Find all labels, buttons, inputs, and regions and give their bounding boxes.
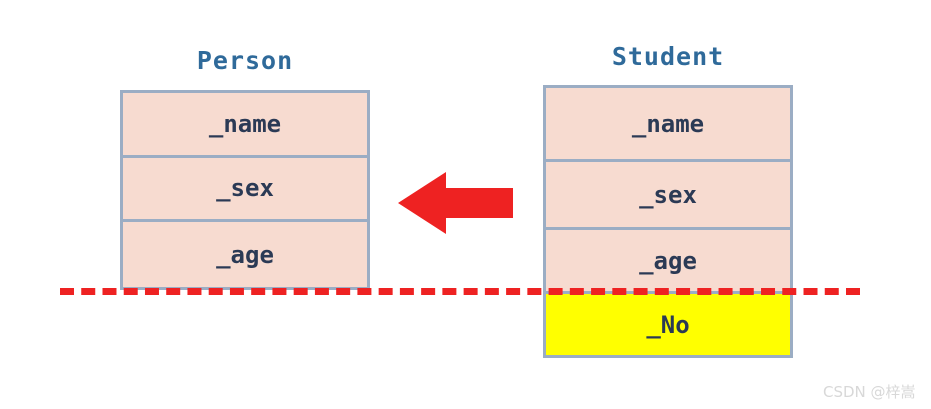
arrow-left-icon [398,172,513,234]
class-field-student-name: _name [546,88,790,162]
class-box-person: _name _sex _age [120,90,370,290]
class-field-student-sex: _sex [546,162,790,230]
base-class-boundary-line [60,288,860,295]
watermark-label: CSDN @梓嵩 [823,383,916,401]
inheritance-arrow [398,172,513,234]
class-field-person-sex: _sex [123,157,367,223]
class-title-student: Student [611,42,725,71]
class-field-person-age: _age [123,222,367,287]
class-field-student-age: _age [546,230,790,294]
class-box-student: _name _sex _age _No [543,85,793,358]
class-field-student-no: _No [546,294,790,355]
class-field-person-name: _name [123,93,367,158]
class-title-person: Person [196,46,294,75]
